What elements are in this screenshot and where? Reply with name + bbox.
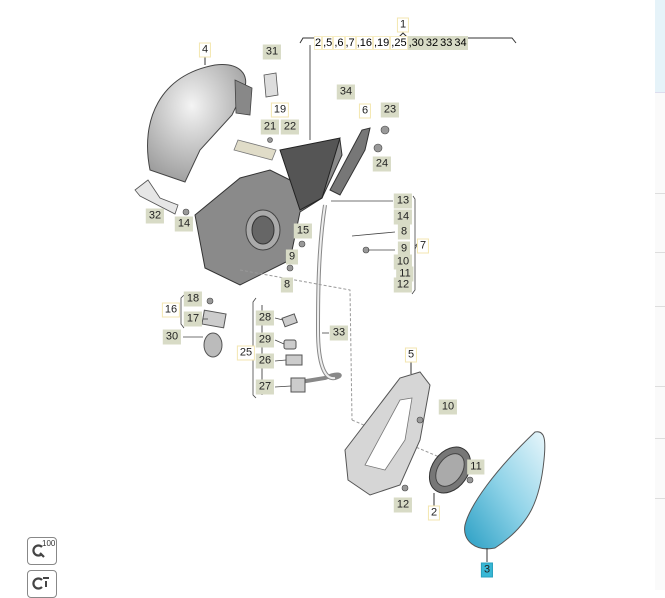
group-item[interactable]: ,30 (407, 36, 425, 50)
divider (655, 438, 665, 439)
divider (655, 252, 665, 253)
callout-14[interactable]: 14 (174, 216, 194, 232)
callout-17[interactable]: 17 (183, 311, 203, 327)
callout-2[interactable]: 2 (427, 505, 441, 521)
group-item[interactable]: ,6 (333, 36, 345, 50)
callout-28[interactable]: 28 (255, 310, 275, 326)
group-item[interactable]: ,7 (344, 36, 356, 50)
group-item[interactable]: 34 (453, 36, 468, 50)
callout-10[interactable]: 10 (438, 399, 458, 415)
callout-24[interactable]: 24 (372, 156, 392, 172)
divider (655, 498, 665, 499)
group-item[interactable]: ,19 (372, 36, 391, 50)
group-item[interactable]: ,25 (390, 36, 408, 50)
callout-27[interactable]: 27 (255, 379, 275, 395)
side-panel-header (655, 0, 665, 93)
side-panel-edge (655, 0, 665, 590)
callout-12[interactable]: 12 (393, 497, 413, 513)
group-item[interactable]: ,5 (322, 36, 334, 50)
callout-22[interactable]: 22 (280, 119, 300, 135)
divider (655, 193, 665, 194)
callout-11[interactable]: 11 (467, 459, 485, 475)
callout-group-1-list: 2 ,5 ,6 ,7 ,16 ,19 ,25 ,30 32 33 34 (314, 36, 468, 50)
callout-29[interactable]: 29 (255, 332, 275, 348)
callout-13[interactable]: 13 (393, 193, 413, 209)
callout-19[interactable]: 19 (270, 102, 290, 118)
callout-8[interactable]: 8 (397, 224, 411, 240)
callout-15[interactable]: 15 (293, 223, 313, 239)
mirror-glass-part (464, 431, 546, 550)
group-item[interactable]: ,16 (355, 36, 373, 50)
parts-diagram[interactable]: 1 2 ,5 ,6 ,7 ,16 ,19 ,25 ,30 32 33 34 4 … (0, 0, 655, 590)
zoom-100-label: 100 (42, 539, 56, 548)
mirror-cap-part (147, 64, 247, 183)
callout-3-selected[interactable]: 3 (480, 562, 494, 578)
callout-5[interactable]: 5 (404, 347, 418, 363)
callout-26[interactable]: 26 (255, 353, 275, 369)
zoom-fit-button[interactable] (27, 570, 57, 598)
callout-16[interactable]: 16 (161, 302, 181, 318)
callout-7[interactable]: 7 (416, 238, 430, 254)
zoom-reset-icon (32, 544, 45, 558)
group-item[interactable]: 32 (424, 36, 440, 50)
group-item[interactable]: 2 (314, 36, 323, 50)
callout-18[interactable]: 18 (183, 291, 203, 307)
exploded-mirror-drawing (134, 32, 546, 562)
callout-4[interactable]: 4 (198, 42, 212, 58)
callout-31[interactable]: 31 (262, 44, 282, 60)
zoom-fit-icon (32, 577, 49, 590)
zoom-100-button[interactable]: 100 (27, 537, 57, 565)
callout-33[interactable]: 33 (329, 325, 349, 341)
divider (655, 386, 665, 387)
callout-8[interactable]: 8 (280, 277, 294, 293)
callout-23[interactable]: 23 (380, 102, 400, 118)
group-item[interactable]: 33 (439, 36, 454, 50)
callout-14[interactable]: 14 (393, 209, 413, 225)
callout-32[interactable]: 32 (145, 208, 165, 224)
callout-9[interactable]: 9 (285, 249, 299, 265)
callout-6[interactable]: 6 (358, 103, 372, 119)
callout-1[interactable]: 1 (396, 17, 410, 33)
callout-34[interactable]: 34 (336, 84, 356, 100)
callout-12[interactable]: 12 (393, 277, 413, 293)
callout-21[interactable]: 21 (260, 119, 280, 135)
callout-30[interactable]: 30 (162, 329, 182, 345)
callout-25[interactable]: 25 (236, 345, 256, 361)
divider (655, 306, 665, 307)
